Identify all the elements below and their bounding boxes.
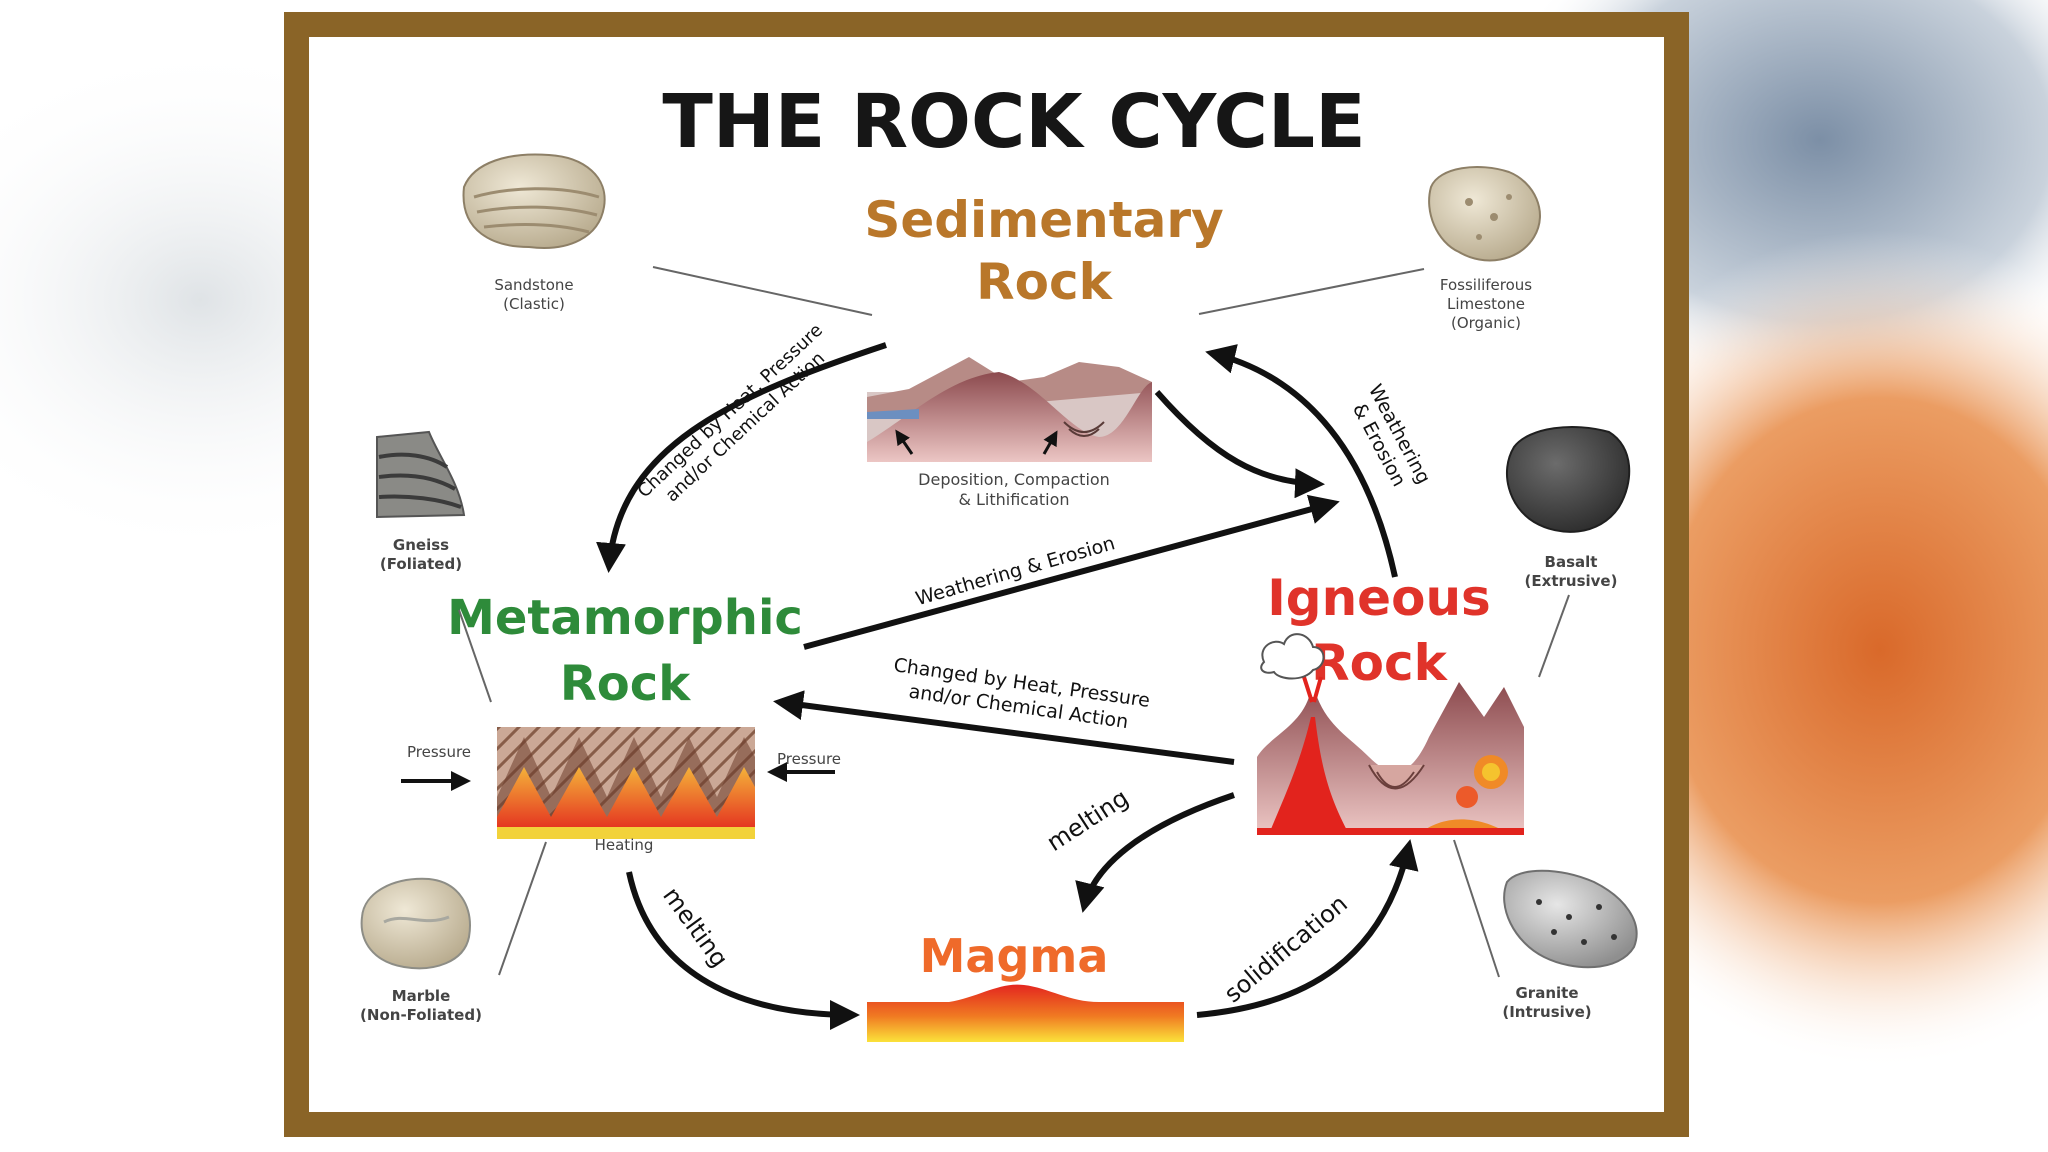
sandstone-type: (Clastic) [503, 295, 565, 313]
marble-type: (Non-Foliated) [360, 1006, 482, 1024]
marble-label: Marble [392, 987, 451, 1005]
igneous-heading-line2: Rock [1311, 634, 1448, 692]
sandstone-label: Sandstone [494, 276, 573, 294]
limestone-sample-icon [1429, 167, 1540, 260]
gneiss-type: (Foliated) [380, 555, 462, 573]
limestone-label-line2: Limestone [1447, 295, 1525, 313]
pressure-label-left: Pressure [407, 743, 471, 761]
basalt-type: (Extrusive) [1525, 572, 1618, 590]
sandstone-leader-line [653, 267, 872, 315]
meta-melting-label: melting [657, 882, 733, 972]
ign-melting-label: melting [1042, 784, 1134, 857]
marble-sample-icon [362, 879, 470, 968]
basalt-sample-icon [1507, 427, 1629, 532]
igneous-volcano-illustration [1257, 677, 1524, 835]
igneous-heading-line1: Igneous [1267, 569, 1491, 627]
heating-label: Heating [595, 836, 654, 854]
pressure-label-right: Pressure [777, 750, 841, 768]
sandstone-sample-icon [464, 154, 605, 247]
limestone-type: (Organic) [1451, 314, 1521, 332]
arrow-sedimentary-to-metamorphic [609, 345, 886, 567]
sedimentary-landscape-illustration [867, 357, 1152, 462]
gneiss-label: Gneiss [393, 536, 449, 554]
gneiss-sample-icon [377, 432, 464, 517]
basalt-leader-line [1539, 595, 1569, 677]
granite-label: Granite [1516, 984, 1579, 1002]
metamorphic-folded-rock-illustration [497, 727, 755, 839]
arrow-metamorphic-to-igneous [804, 503, 1334, 647]
basalt-label: Basalt [1545, 553, 1598, 571]
granite-sample-icon [1504, 871, 1636, 967]
sedimentary-heading-line2: Rock [976, 253, 1113, 311]
granite-type: (Intrusive) [1502, 1003, 1591, 1021]
granite-leader-line [1454, 840, 1499, 977]
deposition-caption-line1: Deposition, Compaction [918, 470, 1110, 489]
diagram-panel: THE ROCK CYCLE Sedimentary Rock Metamorp… [309, 37, 1664, 1112]
rock-cycle-diagram: THE ROCK CYCLE Sedimentary Rock Metamorp… [309, 37, 1664, 1112]
magma-heading: Magma [920, 929, 1109, 983]
magma-pool-illustration [867, 985, 1184, 1042]
metamorphic-heading-line1: Metamorphic [447, 590, 803, 646]
solidification-label: solidification [1219, 889, 1353, 1008]
metamorphic-heading-line2: Rock [560, 656, 691, 712]
sed-to-meta-label-line1: Changed by Heat, Pressure [634, 320, 827, 502]
diagram-frame: THE ROCK CYCLE Sedimentary Rock Metamorp… [284, 12, 1689, 1137]
sedimentary-heading-line1: Sedimentary [864, 191, 1223, 249]
limestone-leader-line [1199, 269, 1424, 314]
marble-leader-line [499, 842, 546, 975]
deposition-caption-line2: & Lithification [958, 490, 1069, 509]
sed-to-meta-label-line2: and/or Chemical Action [661, 348, 829, 506]
limestone-label-line1: Fossiliferous [1440, 276, 1532, 294]
arrow-sedimentary-to-weathering [1157, 392, 1319, 484]
page-title: THE ROCK CYCLE [662, 79, 1365, 165]
